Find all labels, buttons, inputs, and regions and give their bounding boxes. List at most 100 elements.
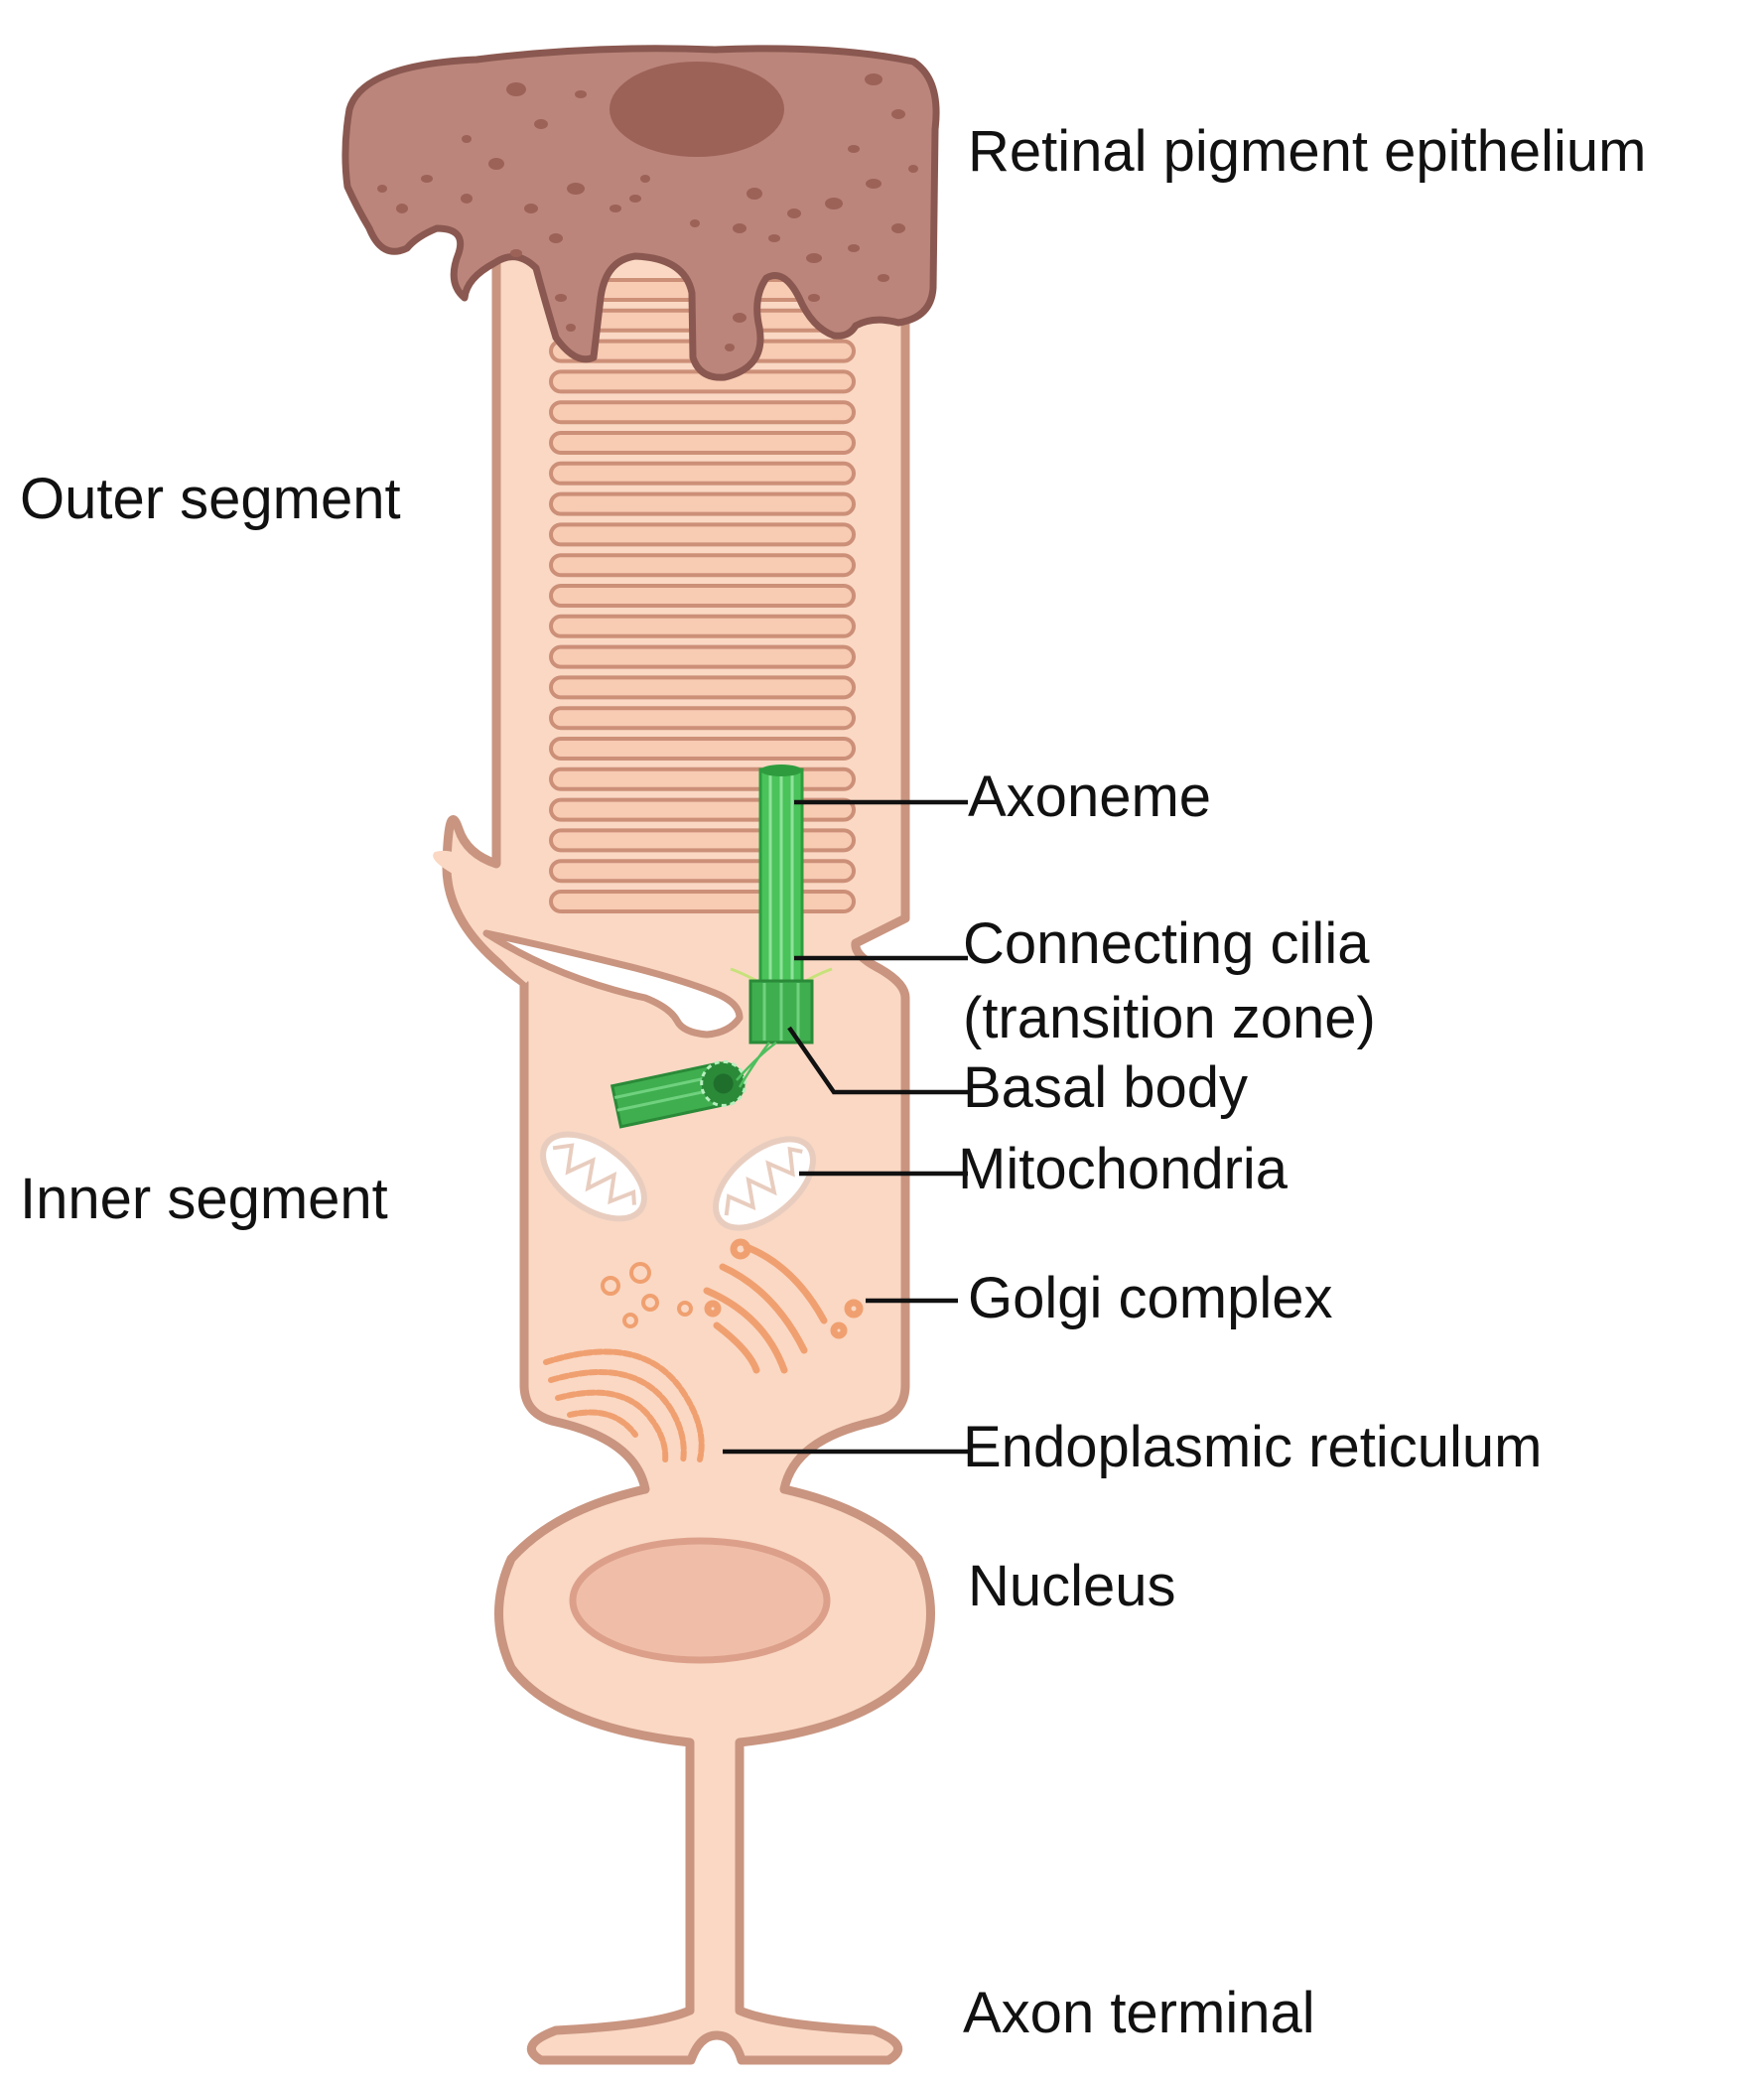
golgi-vesicle [830, 1321, 848, 1339]
melanin-granule [524, 204, 538, 213]
melanin-granule [866, 179, 882, 189]
er-sheet [567, 1409, 638, 1438]
golgi-apparatus [703, 1238, 864, 1374]
golgi-cisterna [719, 1263, 808, 1354]
rootlet-fiber [738, 1042, 771, 1088]
label-basal-body: Basal body [963, 1055, 1248, 1120]
nucleus [569, 1537, 831, 1664]
endoplasmic-reticulum [543, 1262, 705, 1464]
extracellular-gap [482, 929, 744, 1039]
melanin-granule [848, 244, 860, 252]
label-golgi-complex: Golgi complex [968, 1266, 1332, 1330]
melanin-granule [787, 208, 801, 218]
golgi-vesicle [844, 1299, 864, 1319]
melanin-granule [825, 198, 843, 209]
melanin-granule [891, 223, 905, 233]
melanin-granule [510, 249, 522, 257]
melanin-granule [421, 175, 433, 183]
membrane-disc [549, 706, 856, 731]
melanin-granules [377, 73, 918, 351]
melanin-granule [808, 294, 820, 302]
label-outer-segment: Outer segment [20, 467, 401, 531]
mitochondrion [713, 1136, 816, 1231]
melanin-granule [534, 119, 548, 129]
er-sheet [548, 1369, 687, 1464]
melanin-granule [746, 188, 762, 200]
melanin-granule [549, 233, 563, 243]
melanin-granule [690, 219, 700, 227]
golgi-cisterna [713, 1321, 760, 1374]
er-vesicle [677, 1301, 693, 1317]
melanin-granule [768, 234, 780, 242]
membrane-disc [549, 431, 856, 455]
golgi-vesicle [730, 1238, 751, 1260]
melanin-granule [462, 135, 472, 143]
membrane-disc [549, 737, 856, 761]
mitochondria-organelles [540, 1131, 816, 1231]
membrane-disc [549, 491, 856, 516]
melanin-granule [865, 73, 882, 85]
label-retinal-pigment-epithelium: Retinal pigment epithelium [968, 119, 1646, 184]
cilium [610, 764, 833, 1129]
membrane-disc [549, 890, 856, 913]
melanin-granule [566, 324, 576, 332]
leader-lines [723, 799, 968, 1455]
melanin-granule [377, 185, 387, 193]
melanin-granule [891, 109, 905, 119]
melanin-granule [488, 158, 504, 170]
label-nucleus: Nucleus [968, 1554, 1176, 1618]
membrane-disc [549, 400, 856, 425]
membrane-disc [549, 766, 856, 791]
label-transition-zone: (transition zone) [963, 986, 1376, 1050]
melanin-granule [848, 145, 860, 153]
melanin-granule [725, 344, 735, 351]
er-vesicle [622, 1313, 638, 1328]
labels: Retinal pigment epithelium Outer segment… [20, 119, 1646, 2045]
melanin-granule [806, 253, 822, 263]
golgi-vesicle [704, 1300, 722, 1318]
melanin-granule [461, 194, 473, 204]
membrane-disc [549, 859, 856, 884]
basal-body-leader [787, 1026, 968, 1095]
er-vesicle [641, 1294, 659, 1312]
melanin-granule [908, 165, 918, 173]
label-mitochondria: Mitochondria [958, 1137, 1289, 1201]
er-vesicle [629, 1262, 651, 1284]
retinal-pigment-epithelium [341, 45, 940, 381]
golgi-cisterna [703, 1287, 788, 1374]
label-axon-terminal: Axon terminal [963, 1981, 1315, 2045]
label-inner-segment: Inner segment [20, 1167, 388, 1231]
er-sheet [543, 1348, 705, 1462]
label-axoneme: Axoneme [968, 764, 1211, 829]
membrane-disc [549, 522, 856, 547]
rootlet-fiber [736, 1042, 777, 1081]
melanin-granule [506, 82, 526, 96]
membrane-disc [549, 828, 856, 853]
melanin-granule [733, 313, 746, 323]
melanin-granule [610, 205, 621, 212]
melanin-granule [733, 223, 746, 233]
rpe-nucleus [610, 62, 784, 157]
melanin-granule [567, 183, 585, 195]
axoneme-tip [760, 764, 802, 776]
melanin-granule [629, 195, 641, 203]
membrane-disc [549, 461, 856, 486]
rpe-cell [341, 45, 940, 381]
label-connecting-cilia: Connecting cilia [963, 911, 1370, 976]
label-endoplasmic-reticulum: Endoplasmic reticulum [963, 1415, 1542, 1479]
er-sheet [555, 1389, 669, 1464]
membrane-disc [549, 614, 856, 638]
melanin-granule [878, 274, 889, 282]
membrane-disc [549, 553, 856, 578]
membrane-disc [549, 584, 856, 608]
mitochondrion [540, 1131, 647, 1222]
er-vesicle [601, 1276, 620, 1296]
golgi-cisterna [743, 1243, 828, 1324]
melanin-granule [555, 294, 567, 302]
membrane-disc [549, 675, 856, 700]
melanin-granule [640, 175, 650, 183]
membrane-disc [549, 644, 856, 669]
melanin-granule [575, 90, 587, 98]
melanin-granule [396, 204, 408, 213]
